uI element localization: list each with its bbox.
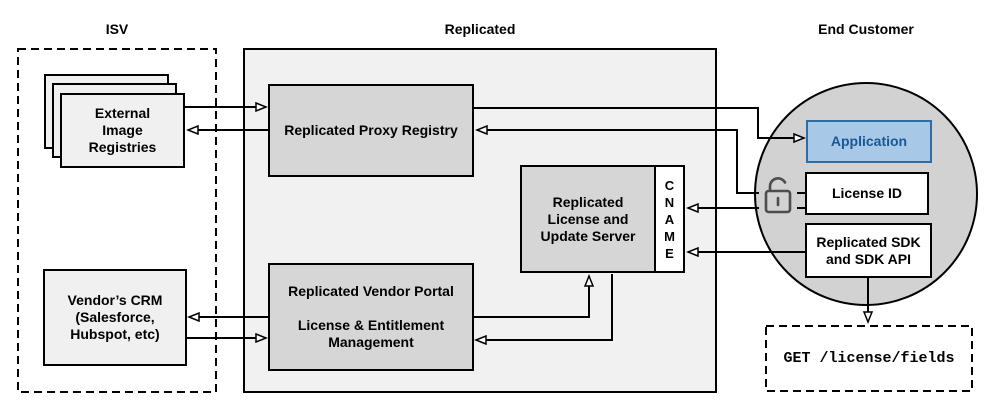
cname-letter-e: E xyxy=(665,245,674,261)
external-image-registries-node: External Image Registries xyxy=(60,93,185,168)
license-update-server-node: Replicated License and Update Server xyxy=(520,165,656,273)
license-server-label-line1: Replicated xyxy=(552,193,624,210)
cname-letter-n: N xyxy=(664,194,675,210)
application-label: Application xyxy=(830,133,908,149)
cname-letter-m: M xyxy=(664,228,675,244)
replicated-proxy-registry-node: Replicated Proxy Registry xyxy=(268,84,474,177)
replicated-section-label: Replicated xyxy=(444,21,516,37)
license-id-label: License ID xyxy=(831,185,903,201)
cname-letter-a: A xyxy=(664,211,675,227)
edge-license-server-to-portal xyxy=(476,274,613,340)
license-id-node: License ID xyxy=(805,172,929,215)
isv-section-label: ISV xyxy=(105,21,129,37)
crm-label-line3: Hubspot, etc) xyxy=(70,326,160,342)
get-endpoint-label: GET /license/fields xyxy=(783,350,955,367)
license-server-label-line2: License and xyxy=(547,210,629,227)
vendor-portal-node: Replicated Vendor Portal License & Entit… xyxy=(268,263,474,371)
get-license-fields-endpoint: GET /license/fields xyxy=(766,326,972,391)
registries-label-line1: External xyxy=(94,105,151,121)
crm-label-line2: (Salesforce, xyxy=(75,309,155,325)
end-customer-section-label: End Customer xyxy=(818,21,914,37)
vendors-crm-node: Vendor’s CRM (Salesforce, Hubspot, etc) xyxy=(43,269,187,366)
edge-portal-to-license-server xyxy=(474,276,589,318)
replicated-sdk-node: Replicated SDK and SDK API xyxy=(805,223,932,278)
unlocked-padlock-icon xyxy=(759,177,797,216)
vendor-portal-title: Replicated Vendor Portal xyxy=(288,283,454,299)
cname-strip: C N A M E xyxy=(654,165,685,273)
edge-proxy-to-application xyxy=(474,107,804,138)
sdk-label-line1: Replicated SDK xyxy=(816,233,921,250)
sdk-label-line2: and SDK API xyxy=(825,250,912,267)
cname-letter-c: C xyxy=(664,177,675,193)
get-endpoint-box-border xyxy=(765,325,973,392)
crm-label-line1: Vendor’s CRM xyxy=(67,292,163,308)
registries-label-line3: Registries xyxy=(88,139,157,155)
vendor-portal-subtitle-line2: Management xyxy=(328,334,414,350)
registries-label-line2: Image xyxy=(102,122,143,138)
application-node: Application xyxy=(806,120,932,163)
license-server-label-line3: Update Server xyxy=(540,227,636,244)
proxy-registry-label: Replicated Proxy Registry xyxy=(284,122,458,138)
vendor-portal-subtitle-line1: License & Entitlement xyxy=(297,317,445,333)
